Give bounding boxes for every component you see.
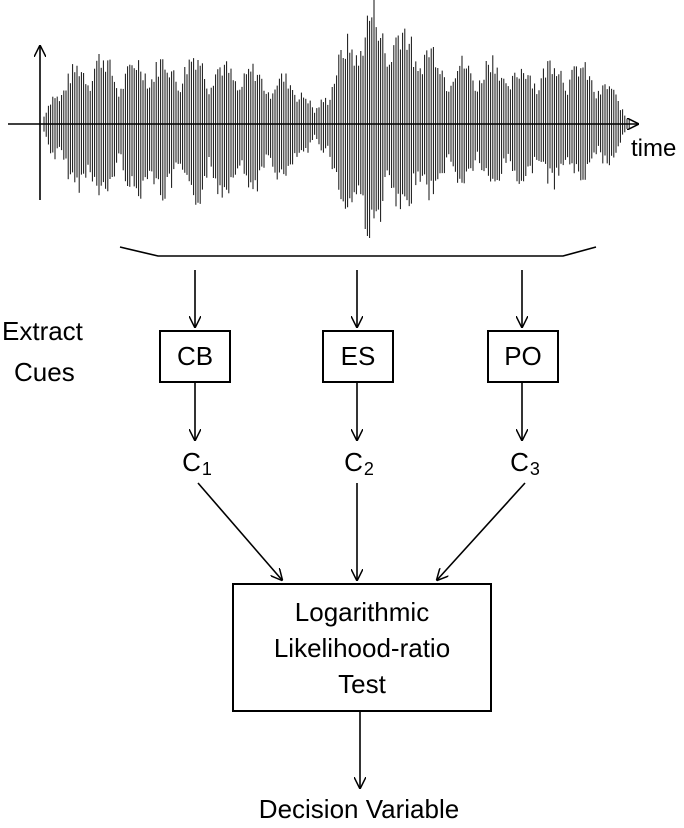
- cue-letter: C: [344, 447, 363, 477]
- extract-cues-label-line1: Extract: [2, 316, 83, 346]
- test-box-line1: Logarithmic: [294, 596, 430, 627]
- likelihood-ratio-test-box: Logarithmic Likelihood-ratio Test: [232, 583, 492, 712]
- signal-bracket: [119, 246, 597, 257]
- time-axis-label: time: [631, 135, 677, 162]
- cue-index: 1: [201, 459, 212, 479]
- cue-box-cb: CB: [159, 330, 231, 383]
- cue-box-label: CB: [176, 341, 214, 371]
- cue-box-label: ES: [340, 341, 376, 371]
- cue-box-es: ES: [322, 330, 394, 383]
- cue-letter: C: [510, 447, 529, 477]
- cue-index: 3: [529, 459, 540, 479]
- cue-box-po: PO: [487, 330, 559, 383]
- test-box-line3: Test: [338, 668, 386, 699]
- speech-waveform: [43, 0, 630, 238]
- decision-variable-label: Decision Variable: [258, 794, 460, 824]
- cue-output-c1: C1: [182, 447, 212, 480]
- arrow-c1-to-test: [197, 482, 282, 580]
- cue-output-c2: C2: [344, 447, 374, 480]
- cue-index: 2: [363, 459, 374, 479]
- arrow-c3-to-test: [437, 482, 526, 580]
- cue-output-c3: C3: [510, 447, 540, 480]
- cue-box-label: PO: [504, 341, 542, 371]
- extract-cues-label-line2: Cues: [14, 357, 75, 387]
- test-box-line2: Likelihood-ratio: [273, 632, 451, 663]
- cue-letter: C: [182, 447, 201, 477]
